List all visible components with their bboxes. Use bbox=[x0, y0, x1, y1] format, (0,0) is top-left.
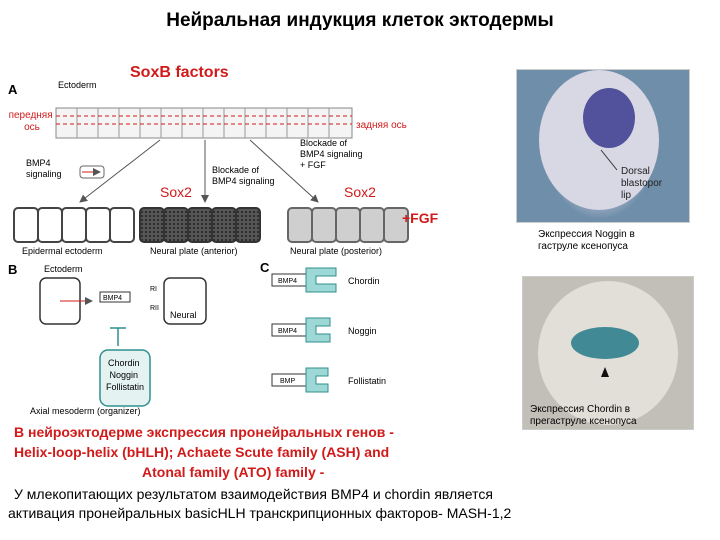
noggin-caption: Экспрессия Noggin в гаструле ксенопуса bbox=[538, 229, 635, 252]
blockade-right-label: Blockade of BMP4 signaling + FGF bbox=[300, 138, 365, 170]
bmp4-signaling-label: BMP4 signaling bbox=[26, 158, 62, 179]
axial-mesoderm-label: Axial mesoderm (organizer) bbox=[30, 406, 141, 416]
noggin-embryo-photo: Dorsal blastopor lip bbox=[516, 69, 690, 223]
chordin-embryo-photo bbox=[522, 276, 694, 430]
sox2-left-label: Sox2 bbox=[160, 184, 192, 200]
svg-text:BMP: BMP bbox=[280, 378, 296, 385]
dorsal-blastopore-label: Dorsal blastopor lip bbox=[621, 166, 663, 201]
body-line-5: активация пронейральных basicHLH транскр… bbox=[8, 505, 512, 521]
body-line-3: Atonal family (ATO) family - bbox=[142, 464, 325, 480]
slide-title: Нейральная индукция клеток эктодермы bbox=[166, 10, 554, 31]
body-line-1: В нейроэктодерме экспрессия пронейральны… bbox=[14, 424, 394, 440]
fgf-label: +FGF bbox=[402, 210, 439, 226]
neural-plate-anterior-cells bbox=[139, 207, 261, 243]
ectoderm-label: Ectoderm bbox=[58, 80, 97, 90]
ectoderm-cells bbox=[76, 108, 330, 138]
b-bmp4-label: BMP4 bbox=[103, 295, 122, 302]
soxb-factors-title: SoxB factors bbox=[130, 64, 229, 81]
neural-plate-anterior-label: Neural plate (anterior) bbox=[150, 246, 238, 256]
neural-induction-diagram: A Ectoderm передняя ось задняя ось BMP4 … bbox=[8, 80, 409, 416]
epidermal-ectoderm-label: Epidermal ectoderm bbox=[22, 246, 103, 256]
chordin-caption: Экспрессия Chordin в прегаструле ксенопу… bbox=[530, 404, 637, 427]
bmp4-signal-symbol bbox=[79, 165, 105, 179]
neural-plate-posterior-label: Neural plate (posterior) bbox=[290, 246, 382, 256]
panel-b-label: B bbox=[8, 262, 17, 277]
svg-text:Noggin: Noggin bbox=[348, 326, 377, 336]
noggin-embryo-drawing bbox=[539, 70, 659, 210]
neural-plate-posterior-cells bbox=[287, 207, 409, 243]
svg-text:BMP4: BMP4 bbox=[278, 278, 297, 285]
ectoderm-sheet bbox=[55, 107, 353, 139]
organizer-factors: Chordin Noggin Follistatin bbox=[106, 358, 144, 392]
arrow-to-neural-posterior bbox=[249, 139, 319, 203]
posterior-axis-label: задняя ось bbox=[356, 120, 407, 131]
c-row-follistatin: BMP Follistatin bbox=[271, 367, 386, 393]
svg-text:Chordin: Chordin bbox=[348, 276, 380, 286]
anterior-axis-label: передняя ось bbox=[9, 110, 56, 133]
b-bmp4-box bbox=[99, 291, 131, 303]
body-line-4: У млекопитающих результатом взаимодейств… bbox=[14, 486, 493, 502]
svg-text:BMP4: BMP4 bbox=[278, 328, 297, 335]
body-line-2: Helix-loop-helix (bHLH); Achaete Scute f… bbox=[14, 444, 390, 460]
b-rii-label: RII bbox=[150, 305, 159, 312]
arrow-to-epidermal bbox=[79, 139, 161, 203]
panel-a-label: A bbox=[8, 82, 18, 97]
epidermal-ectoderm-cells bbox=[13, 207, 135, 243]
b-neural-label: Neural bbox=[170, 310, 197, 320]
panel-c-label: C bbox=[260, 260, 270, 275]
organizer-cell bbox=[99, 349, 151, 407]
blockade-left-label: Blockade of BMP4 signaling bbox=[212, 165, 275, 186]
sox2-right-label: Sox2 bbox=[344, 184, 376, 200]
b-ectoderm-label: Ectoderm bbox=[44, 264, 83, 274]
svg-text:Follistatin: Follistatin bbox=[348, 376, 386, 386]
c-row-noggin: BMP4 Noggin bbox=[271, 317, 377, 343]
c-row-chordin: BMP4 Chordin bbox=[271, 267, 380, 293]
chordin-embryo-drawing bbox=[538, 281, 678, 425]
b-ri-label: RI bbox=[150, 286, 157, 293]
b-neural-cell bbox=[163, 277, 207, 325]
